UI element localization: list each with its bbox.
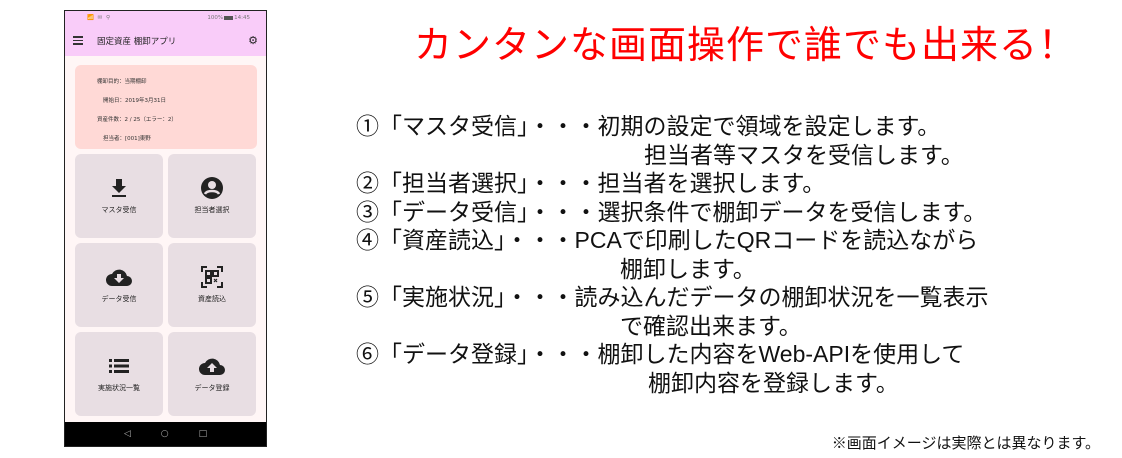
list-icon — [109, 355, 129, 377]
tile-status-list[interactable]: 実施状況一覧 — [75, 332, 163, 416]
step-name: 「マスタ受信」 — [379, 113, 529, 139]
step-desc: PCAで印刷したQRコードを読込ながら — [574, 227, 979, 253]
recents-icon[interactable]: □ — [198, 429, 208, 439]
cloud-upload-icon — [199, 355, 225, 377]
step-desc: で確認出来ます。 — [620, 312, 802, 339]
step-desc: 棚卸します。 — [620, 255, 756, 282]
steps-list: ①「マスタ受信」・・・初期の設定で領域を設定します。 担当者等マスタを受信します… — [356, 112, 989, 397]
step-name: 「担当者選択」 — [379, 170, 529, 196]
step-dots: ・・・ — [528, 170, 598, 196]
status-right: 100% 14:45 — [207, 15, 250, 21]
step-desc: 初期の設定で領域を設定します。 — [597, 113, 941, 139]
headline: カンタンな画面操作で誰でも出来る！ — [414, 23, 1078, 67]
tile-data-register[interactable]: データ登録 — [168, 332, 256, 416]
step-4-cont: 棚卸します。 — [356, 255, 989, 284]
step-6-cont: 棚卸内容を登録します。 — [356, 369, 989, 398]
account-circle-icon — [201, 177, 223, 199]
tile-label: 実施状況一覧 — [98, 384, 140, 392]
android-nav-bar: ◁ ○ □ — [65, 422, 266, 446]
step-name: 「資産読込」 — [379, 227, 506, 253]
disclaimer-note: ※画面イメージは実際とは異なります。 — [831, 435, 1100, 452]
tile-person-select[interactable]: 担当者選択 — [168, 154, 256, 238]
step-5-cont: で確認出来ます。 — [356, 312, 989, 341]
status-bar: 📶 ✉ ⚲ 100% 14:45 — [65, 11, 266, 25]
app-title: 固定資産 棚卸アプリ — [97, 36, 177, 47]
step-number: ① — [356, 113, 379, 139]
tile-asset-read[interactable]: 資産読込 — [168, 243, 256, 327]
step-4: ④「資産読込」・・・PCAで印刷したQRコードを読込ながら — [356, 226, 989, 255]
home-icon[interactable]: ○ — [160, 429, 169, 439]
step-number: ⑤ — [356, 284, 379, 310]
info-person: 担当者：[001]東野 — [103, 136, 151, 142]
step-3: ③「データ受信」・・・選択条件で棚卸データを受信します。 — [356, 198, 989, 227]
tile-label: マスタ受信 — [101, 206, 137, 214]
battery-icon — [224, 15, 234, 20]
info-card: 棚卸目的：当期棚卸 開始日：2019年3月31日 資産件数：2 / 25（エラー… — [75, 65, 257, 149]
step-desc: 選択条件で棚卸データを受信します。 — [597, 198, 987, 225]
step-name: 「データ登録」 — [379, 341, 529, 367]
info-start-date: 開始日：2019年3月31日 — [103, 98, 166, 104]
status-icons: 📶 ✉ ⚲ — [87, 15, 111, 21]
step-desc: 担当者を選択します。 — [597, 170, 826, 196]
gear-icon[interactable]: ⚙ — [248, 34, 258, 47]
step-dots: ・・・ — [528, 113, 598, 139]
info-asset-count: 資産件数：2 / 25（エラー：2） — [97, 117, 177, 123]
tile-label: データ受信 — [101, 295, 137, 303]
step-desc: 読み込んだデータの棚卸状況を一覧表示 — [574, 284, 989, 310]
step-desc: 棚卸内容を登録します。 — [648, 369, 899, 396]
cloud-download-icon — [106, 266, 132, 288]
step-desc: 担当者等マスタを受信します。 — [644, 141, 964, 168]
step-name: 「データ受信」 — [379, 198, 529, 225]
step-number: ③ — [356, 198, 379, 225]
step-dots: ・・・ — [528, 341, 598, 367]
tile-label: 担当者選択 — [194, 206, 230, 214]
tile-label: データ登録 — [194, 384, 230, 392]
clock: 14:45 — [234, 15, 250, 21]
app-bar: 固定資産 棚卸アプリ ⚙ — [65, 25, 266, 56]
step-number: ⑥ — [356, 341, 379, 367]
step-1: ①「マスタ受信」・・・初期の設定で領域を設定します。 — [356, 112, 989, 141]
step-6: ⑥「データ登録」・・・棚卸した内容をWeb-APIを使用して — [356, 340, 989, 369]
step-number: ② — [356, 170, 379, 196]
step-dots: ・・・ — [528, 198, 598, 225]
info-purpose: 棚卸目的：当期棚卸 — [97, 79, 147, 85]
tile-master-receive[interactable]: マスタ受信 — [75, 154, 163, 238]
download-icon — [111, 177, 127, 199]
step-name: 「実施状況」 — [379, 284, 506, 310]
step-5: ⑤「実施状況」・・・読み込んだデータの棚卸状況を一覧表示 — [356, 283, 989, 312]
qr-scan-icon — [201, 266, 223, 288]
step-1-cont: 担当者等マスタを受信します。 — [356, 141, 989, 170]
step-desc: 棚卸した内容をWeb-APIを使用して — [597, 341, 965, 367]
hamburger-icon[interactable] — [73, 35, 83, 47]
battery-percent: 100% — [207, 15, 224, 21]
step-2: ②「担当者選択」・・・担当者を選択します。 — [356, 169, 989, 198]
tile-data-receive[interactable]: データ受信 — [75, 243, 163, 327]
step-number: ④ — [356, 227, 379, 253]
step-dots: ・・・ — [505, 227, 575, 253]
tile-label: 資産読込 — [198, 295, 226, 303]
phone-screenshot: 📶 ✉ ⚲ 100% 14:45 固定資産 棚卸アプリ ⚙ 棚卸目的：当期棚卸 開… — [64, 10, 267, 447]
back-icon[interactable]: ◁ — [123, 429, 131, 439]
step-dots: ・・・ — [505, 284, 575, 310]
